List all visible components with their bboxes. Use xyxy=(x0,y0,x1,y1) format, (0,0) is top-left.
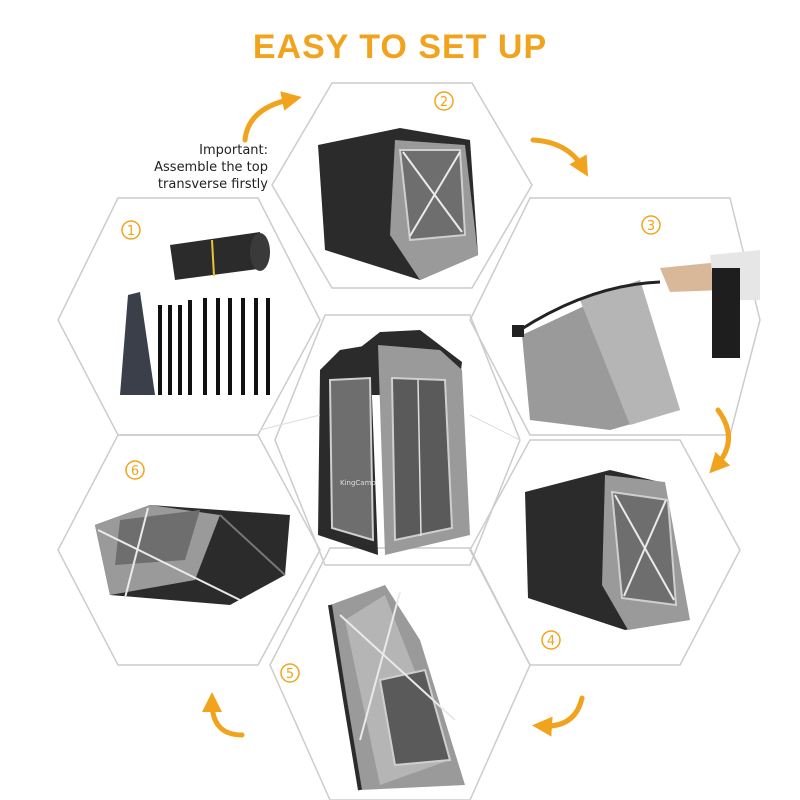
packed-tent-image xyxy=(120,232,270,395)
tent-step-4-image xyxy=(525,470,690,630)
hex-frame-step-6 xyxy=(57,434,321,666)
arrow-4-to-5-icon xyxy=(532,695,585,737)
assembly-note: Important: Assemble the top transverse f… xyxy=(154,143,268,192)
step-number-1: 1 xyxy=(127,224,135,239)
step-badge-3: 3 xyxy=(641,215,661,235)
brand-label: KingCamp xyxy=(340,479,376,487)
hex-frame-step-5 xyxy=(269,547,531,800)
tent-step-5-image xyxy=(328,585,465,791)
page-title: EASY TO SET UP xyxy=(252,28,548,66)
step-badge-5: 5 xyxy=(280,663,300,683)
arrow-2-to-3-icon xyxy=(530,137,589,177)
step-number-6: 6 xyxy=(131,464,139,479)
step-badge-2: 2 xyxy=(434,91,454,111)
step-badge-1: 1 xyxy=(121,220,141,240)
step-badge-4: 4 xyxy=(541,630,561,650)
step-number-4: 4 xyxy=(547,634,555,649)
tent-step-3-image xyxy=(512,250,760,430)
finished-tent-image: KingCamp xyxy=(259,330,521,555)
step-badge-6: 6 xyxy=(125,460,145,480)
hex-frame-step-2 xyxy=(271,82,533,289)
arrow-1-to-2-icon xyxy=(242,91,302,143)
arrow-5-to-6-icon xyxy=(202,692,245,738)
hex-frame-center xyxy=(274,314,521,566)
tent-step-2-image xyxy=(318,128,478,280)
step-number-2: 2 xyxy=(440,95,448,110)
hex-frame-step-4 xyxy=(469,439,741,666)
tent-step-6-image xyxy=(95,505,290,605)
arrow-3-to-4-icon xyxy=(709,407,731,474)
step-number-3: 3 xyxy=(647,219,655,234)
step-number-5: 5 xyxy=(286,667,294,682)
